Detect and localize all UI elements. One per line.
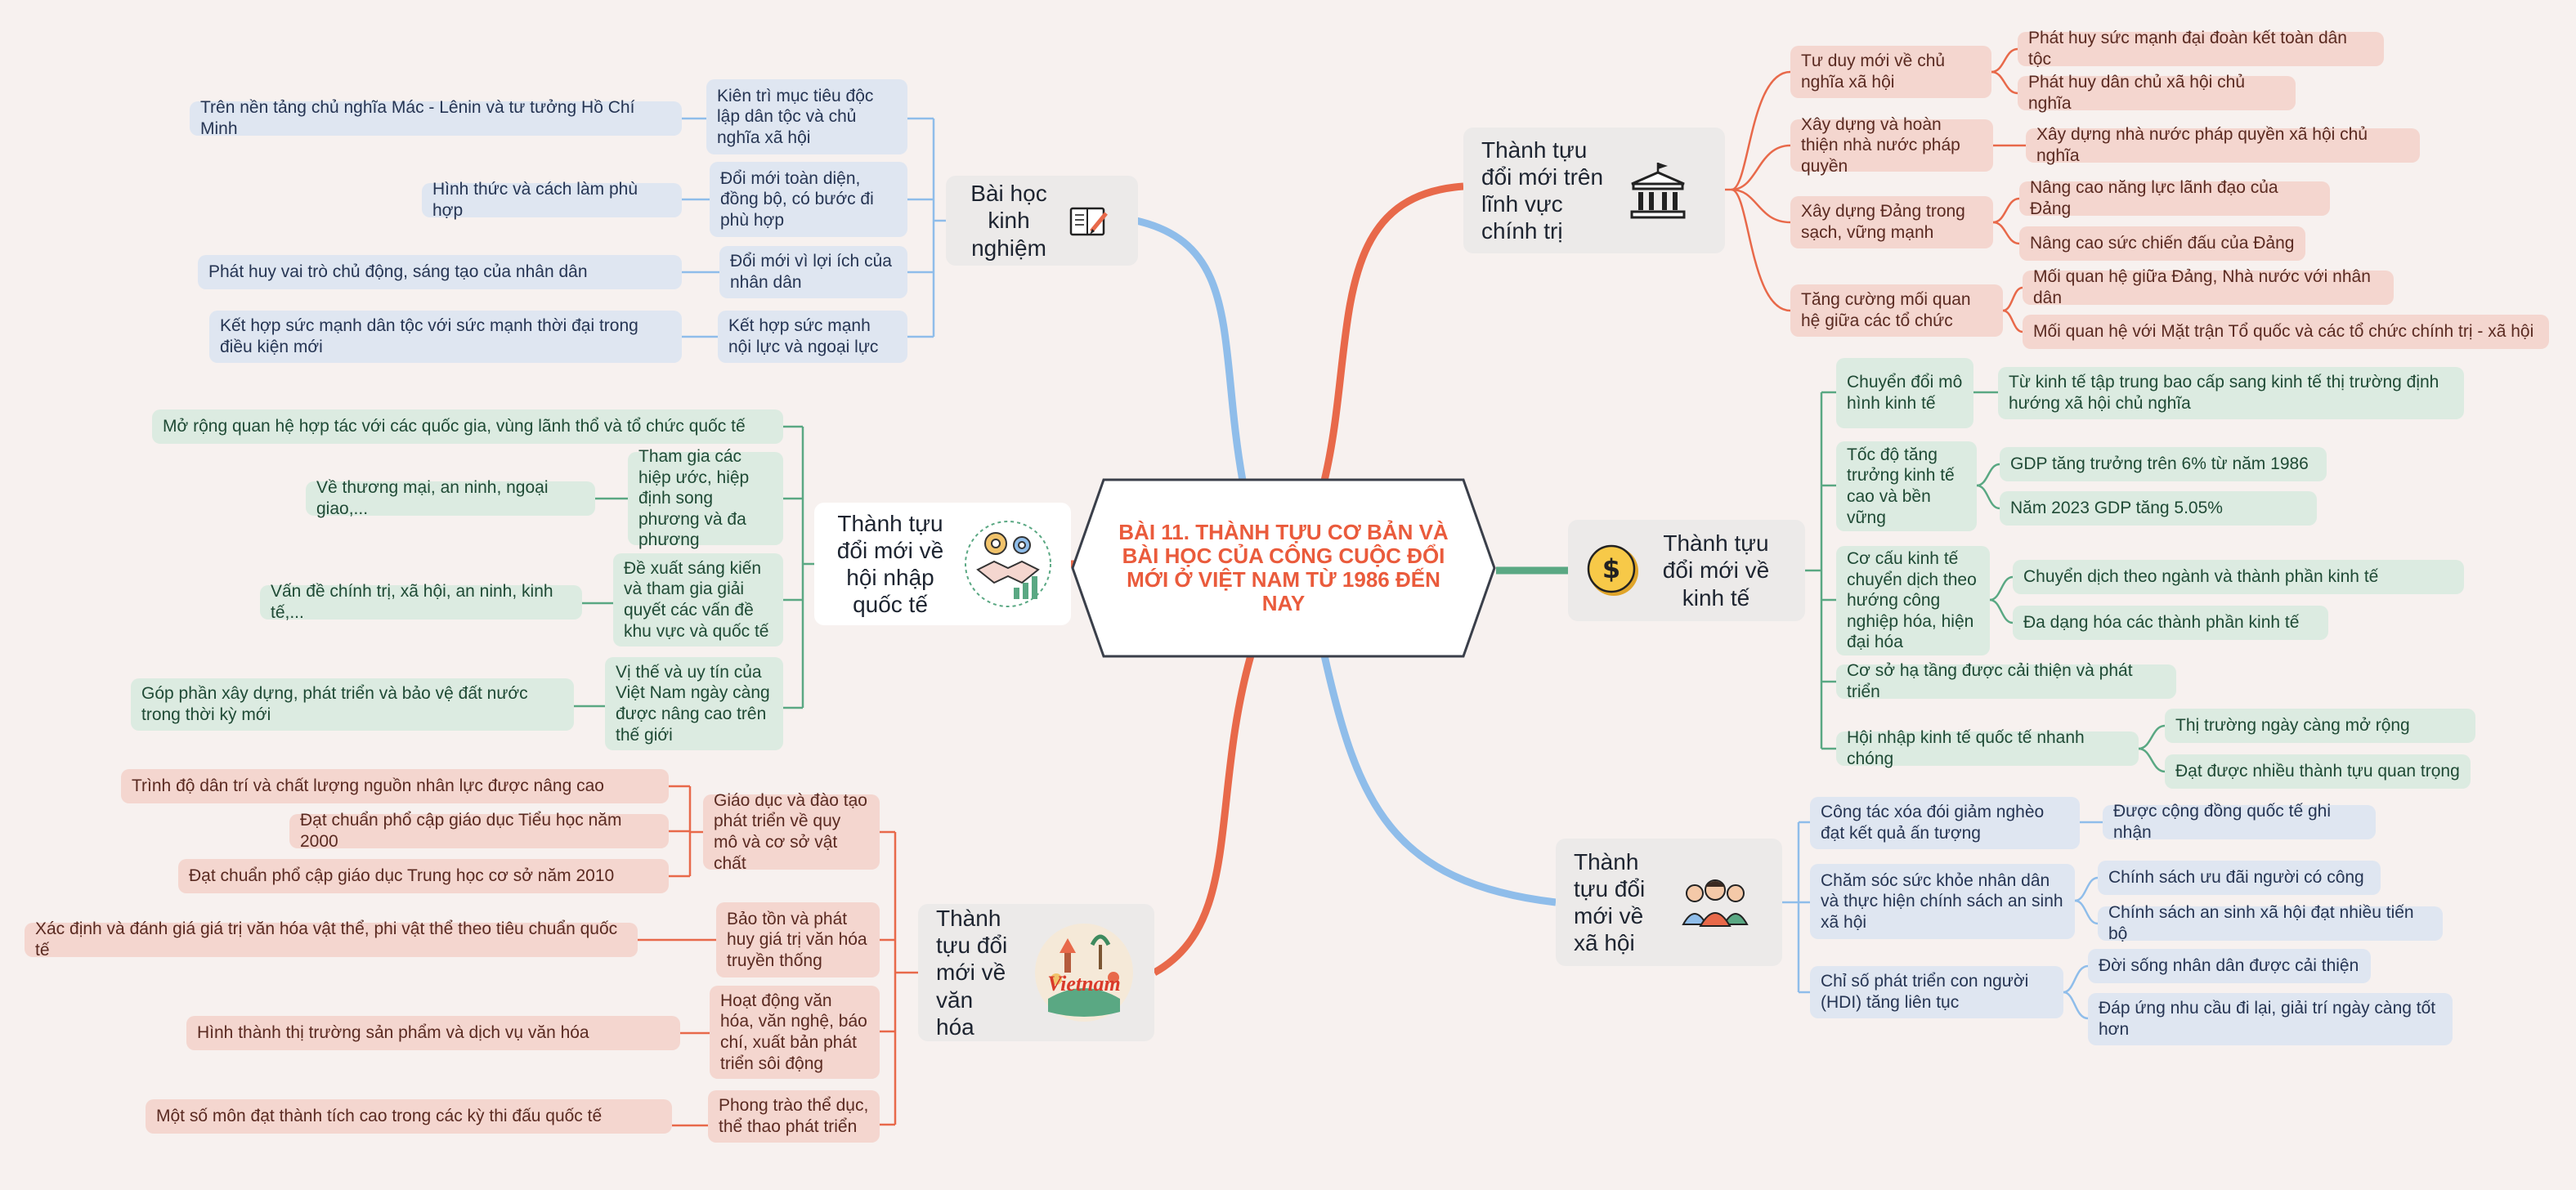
branch-politics[interactable]: Thành tựu đổi mới trên lĩnh vực chính tr… [1463, 128, 1725, 253]
economy-detail-2b[interactable]: Năm 2023 GDP tăng 5.05% [2000, 491, 2317, 526]
economy-detail-3a[interactable]: Chuyển dịch theo ngành và thành phần kin… [2013, 560, 2464, 594]
book-pencil-icon [1068, 202, 1109, 239]
government-building-icon [1627, 159, 1689, 221]
lessons-detail-4[interactable]: Kết hợp sức mạnh dân tộc với sức mạnh th… [209, 311, 682, 363]
branch-society-title: Thành tựu đổi mới về xã hội [1574, 848, 1646, 956]
politics-item-3[interactable]: Xây dựng Đảng trong sạch, vững mạnh [1790, 196, 1993, 248]
integration-item-4[interactable]: Vị thế và uy tín của Việt Nam ngày càng … [605, 657, 783, 750]
culture-item-3[interactable]: Hoạt động văn hóa, văn nghệ, báo chí, xu… [710, 986, 880, 1079]
branch-lessons-title: Bài học kinh nghiệm [970, 181, 1047, 261]
integration-item-2[interactable]: Tham gia các hiệp ước, hiệp định song ph… [628, 447, 783, 549]
culture-item-4[interactable]: Phong trào thể dục, thể thao phát triển [708, 1090, 880, 1143]
central-topic[interactable]: BÀI 11. THÀNH TỰU CƠ BẢN VÀ BÀI HỌC CỦA … [1071, 478, 1496, 658]
politics-detail-3b[interactable]: Nâng cao sức chiến đấu của Đảng [2019, 226, 2305, 261]
lessons-item-2[interactable]: Đổi mới toàn diện, đồng bộ, có bước đi p… [710, 162, 907, 237]
lessons-detail-1[interactable]: Trên nền tảng chủ nghĩa Mác - Lênin và t… [190, 98, 682, 138]
politics-detail-4b[interactable]: Mối quan hệ với Mặt trận Tổ quốc và các … [2023, 315, 2549, 349]
culture-item-2[interactable]: Bảo tồn và phát huy giá trị văn hóa truy… [716, 902, 880, 978]
svg-text:$: $ [1602, 553, 1620, 584]
lessons-detail-3[interactable]: Phát huy vai trò chủ động, sáng tạo của … [198, 255, 682, 289]
branch-integration-title: Thành tựu đổi mới về hội nhập quốc tế [836, 510, 944, 618]
branch-culture[interactable]: Thành tựu đổi mới về văn hóa Vietnam [918, 904, 1154, 1041]
society-detail-2b[interactable]: Chính sách an sinh xã hội đạt nhiều tiến… [2098, 903, 2443, 943]
society-detail-2a[interactable]: Chính sách ưu đãi người có công [2098, 861, 2381, 895]
branch-economy[interactable]: $ Thành tựu đổi mới về kinh tế [1568, 520, 1805, 621]
society-item-2[interactable]: Chăm sóc sức khỏe nhân dân và thực hiện … [1810, 864, 2075, 939]
culture-detail-1a[interactable]: Trình độ dân trí và chất lượng nguồn nhâ… [121, 769, 669, 803]
lessons-item-1[interactable]: Kiên trì mục tiêu độc lập dân tộc và chủ… [706, 79, 907, 154]
economy-item-4[interactable]: Cơ sở hạ tầng được cải thiện và phát tri… [1836, 661, 2176, 701]
vietnam-culture-icon: Vietnam [1032, 920, 1136, 1025]
people-group-icon [1680, 875, 1750, 929]
economy-detail-5b[interactable]: Đạt được nhiều thành tựu quan trọng [2165, 754, 2471, 789]
dollar-coin-icon: $ [1586, 544, 1640, 597]
economy-item-5[interactable]: Hội nhập kinh tế quốc tế nhanh chóng [1836, 728, 2139, 768]
society-detail-3a[interactable]: Đời sống nhân dân được cải thiện [2088, 949, 2371, 983]
lessons-item-4[interactable]: Kết hợp sức mạnh nội lực và ngoại lực [718, 311, 907, 363]
central-title: BÀI 11. THÀNH TỰU CƠ BẢN VÀ BÀI HỌC CỦA … [1118, 519, 1449, 616]
culture-detail-3[interactable]: Hình thành thị trường sản phẩm và dịch v… [186, 1016, 680, 1050]
branch-society[interactable]: Thành tựu đổi mới về xã hội [1556, 839, 1782, 966]
lessons-item-3[interactable]: Đổi mới vì lợi ích của nhân dân [719, 246, 907, 298]
branch-integration[interactable]: Thành tựu đổi mới về hội nhập quốc tế [814, 503, 1071, 625]
branch-culture-title: Thành tựu đổi mới về văn hóa [936, 906, 1008, 1040]
society-item-1[interactable]: Công tác xóa đói giảm nghèo đạt kết quả … [1810, 797, 2080, 849]
economy-detail-2a[interactable]: GDP tăng trưởng trên 6% từ năm 1986 [2000, 447, 2327, 481]
economy-detail-5a[interactable]: Thị trường ngày càng mở rộng [2165, 709, 2475, 743]
economy-item-3[interactable]: Cơ cấu kinh tế chuyển dịch theo hướng cô… [1836, 546, 1990, 655]
branch-lessons[interactable]: Bài học kinh nghiệm [946, 176, 1138, 266]
politics-item-2[interactable]: Xây dựng và hoàn thiện nhà nước pháp quy… [1790, 115, 1993, 176]
politics-detail-1b[interactable]: Phát huy dân chủ xã hội chủ nghĩa [2018, 73, 2296, 113]
economy-detail-3b[interactable]: Đa dạng hóa các thành phần kinh tế [2013, 606, 2328, 640]
culture-detail-1b[interactable]: Đạt chuẩn phổ cập giáo dục Tiểu học năm … [289, 811, 669, 851]
integration-detail-3[interactable]: Vấn đề chính trị, xã hội, an ninh, kinh … [260, 582, 582, 622]
integration-detail-4[interactable]: Góp phần xây dựng, phát triển và bảo vệ … [131, 678, 574, 731]
lessons-detail-2[interactable]: Hình thức và cách làm phù hợp [422, 180, 682, 220]
economy-detail-1[interactable]: Từ kinh tế tập trung bao cấp sang kinh t… [1998, 367, 2464, 419]
society-detail-1[interactable]: Được cộng đồng quốc tế ghi nhận [2103, 802, 2376, 842]
culture-item-1[interactable]: Giáo dục và đào tạo phát triển về quy mô… [703, 791, 880, 873]
politics-detail-3a[interactable]: Nâng cao năng lực lãnh đạo của Đảng [2019, 178, 2330, 218]
economy-item-1[interactable]: Chuyển đổi mô hình kinh tế [1836, 358, 1973, 428]
culture-detail-2[interactable]: Xác định và đánh giá giá trị văn hóa vật… [25, 919, 638, 960]
culture-detail-1c[interactable]: Đạt chuẩn phổ cập giáo dục Trung học cơ … [178, 859, 669, 893]
branch-economy-title: Thành tựu đổi mới về kinh tế [1662, 530, 1770, 611]
integration-item-3[interactable]: Đề xuất sáng kiến và tham gia giải quyết… [613, 553, 783, 646]
integration-item-1[interactable]: Mở rộng quan hệ hợp tác với các quốc gia… [152, 409, 783, 444]
vietnam-word: Vietnam [1047, 972, 1121, 995]
handshake-gears-chart-icon [963, 519, 1053, 609]
culture-detail-4[interactable]: Một số môn đạt thành tích cao trong các … [146, 1099, 672, 1134]
integration-detail-2[interactable]: Về thương mại, an ninh, ngoại giao,... [306, 478, 595, 518]
politics-detail-2[interactable]: Xây dựng nhà nước pháp quyền xã hội chủ … [2026, 125, 2420, 165]
politics-detail-4a[interactable]: Mối quan hệ giữa Đảng, Nhà nước với nhân… [2023, 267, 2394, 307]
politics-item-4[interactable]: Tăng cường mối quan hệ giữa các tổ chức [1790, 284, 2003, 337]
politics-detail-1a[interactable]: Phát huy sức mạnh đại đoàn kết toàn dân … [2018, 29, 2384, 69]
economy-item-2[interactable]: Tốc độ tăng trưởng kinh tế cao và bền vữ… [1836, 441, 1977, 531]
politics-item-1[interactable]: Tư duy mới về chủ nghĩa xã hội [1790, 46, 1991, 98]
society-detail-3b[interactable]: Đáp ứng nhu cầu đi lại, giải trí ngày cà… [2088, 993, 2453, 1045]
society-item-3[interactable]: Chỉ số phát triển con người (HDI) tăng l… [1810, 966, 2063, 1018]
branch-politics-title: Thành tựu đổi mới trên lĩnh vực chính tr… [1481, 136, 1604, 244]
